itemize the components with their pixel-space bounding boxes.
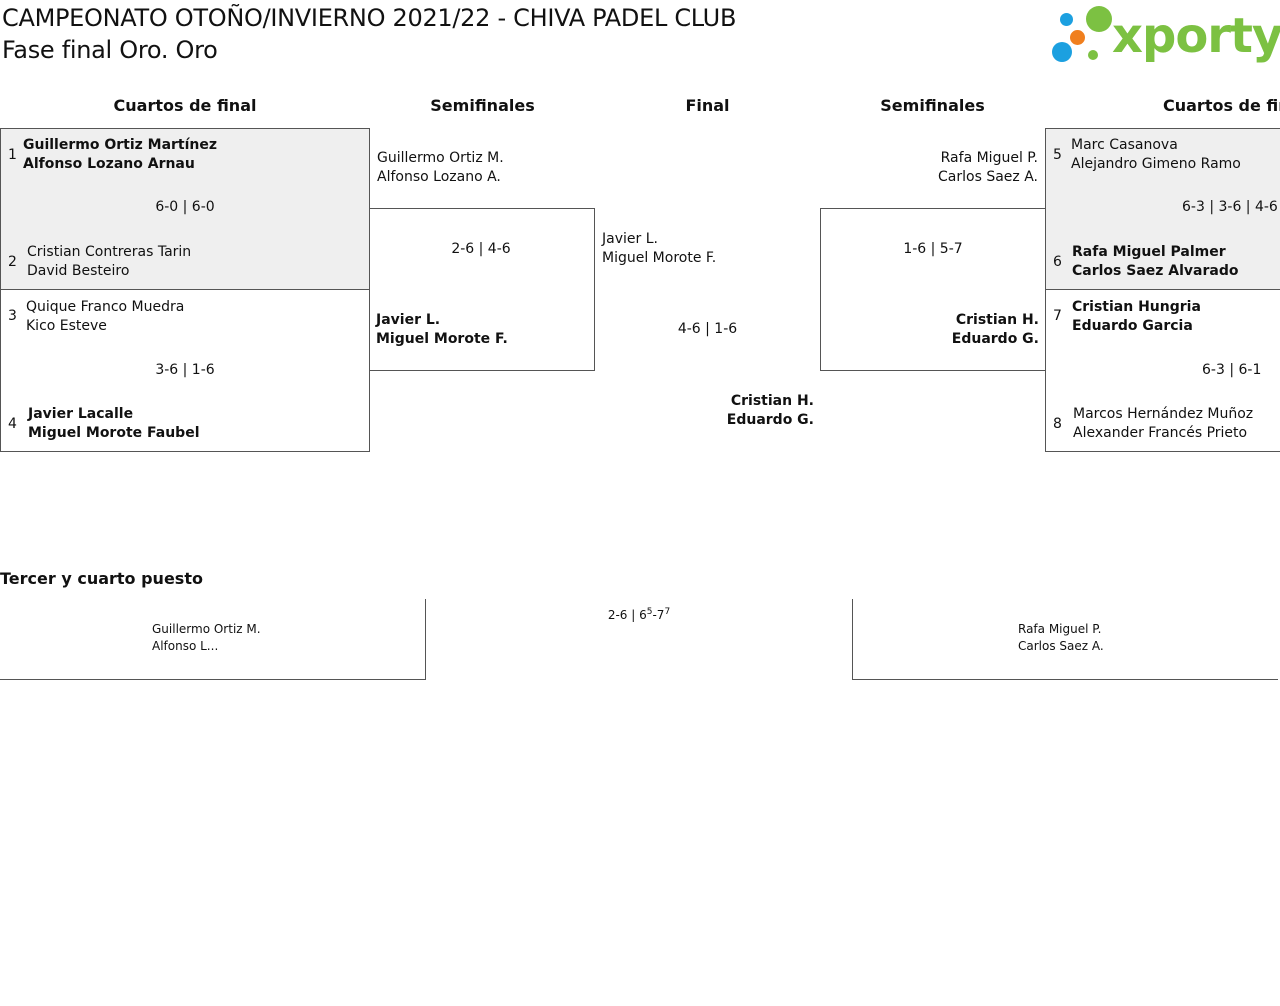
team-name: Miguel Morote F. xyxy=(376,331,508,347)
seed-number: 8 xyxy=(1053,416,1062,432)
team-name: Eduardo G. xyxy=(726,412,814,428)
team-name: Alfonso Lozano Arnau xyxy=(23,156,195,172)
team-name: Guillermo Ortiz M. xyxy=(377,150,504,166)
match-score: 6-3 | 3-6 | 4-6 xyxy=(1182,199,1278,215)
team-name: Cristian H. xyxy=(730,393,814,409)
match-score: 3-6 | 1-6 xyxy=(155,362,215,378)
round-header-sf-right: Semifinales xyxy=(880,96,985,115)
seed-number: 7 xyxy=(1053,308,1062,324)
third-place-heading: Tercer y cuarto puesto xyxy=(0,569,203,588)
third-place-score: 2-6 | 65-77 xyxy=(607,607,671,622)
phase-subtitle: Fase final Oro. Oro xyxy=(2,36,218,64)
seed-number: 1 xyxy=(8,147,17,163)
team-name: Marcos Hernández Muñoz xyxy=(1073,406,1254,422)
team-name: Alejandro Gimeno Ramo xyxy=(1071,156,1241,172)
logo-dot-green-small-icon xyxy=(1088,50,1098,60)
seed-number: 5 xyxy=(1053,147,1062,163)
match-third-right[interactable]: Rafa Miguel P. Carlos Saez A. xyxy=(852,599,1278,680)
team-name: David Besteiro xyxy=(27,263,130,279)
logo-dot-blue-bottom-icon xyxy=(1052,42,1072,62)
round-header-final: Final xyxy=(685,96,730,115)
team-name: Alfonso Lozano A. xyxy=(377,169,501,185)
match-qf3[interactable]: 5 Marc Casanova Alejandro Gimeno Ramo 6-… xyxy=(1045,128,1280,290)
team-name: Carlos Saez A. xyxy=(938,169,1038,185)
team-name: Miguel Morote Faubel xyxy=(28,425,200,441)
team-name: Alexander Francés Prieto xyxy=(1073,425,1248,441)
round-header-qf-right: Cuartos de final xyxy=(1163,96,1280,115)
logo-dot-orange-icon xyxy=(1070,30,1085,45)
team-name: Eduardo Garcia xyxy=(1072,318,1193,334)
team-name: Rafa Miguel P. xyxy=(940,150,1038,166)
team-name: Quique Franco Muedra xyxy=(26,299,185,315)
match-score: 1-6 | 5-7 xyxy=(903,241,963,257)
team-name: Carlos Saez A. xyxy=(1018,639,1104,653)
team-name: Rafa Miguel Palmer xyxy=(1072,244,1226,260)
team-name: Kico Esteve xyxy=(26,318,107,334)
logo-dot-green-icon xyxy=(1086,6,1112,32)
team-name: Eduardo G. xyxy=(951,331,1039,347)
tournament-title: CAMPEONATO OTOÑO/INVIERNO 2021/22 - CHIV… xyxy=(2,4,737,32)
team-name: Miguel Morote F. xyxy=(602,250,717,266)
round-header-qf-left: Cuartos de final xyxy=(113,96,257,115)
team-name: Rafa Miguel P. xyxy=(1018,622,1102,636)
xporty-logo[interactable]: xporty xyxy=(1050,4,1280,68)
match-score: 6-0 | 6-0 xyxy=(155,199,215,215)
match-score: 4-6 | 1-6 xyxy=(677,321,738,337)
team-name: Javier L. xyxy=(376,312,441,328)
team-name: Cristian Contreras Tarin xyxy=(27,244,192,260)
logo-text: xporty xyxy=(1112,8,1280,64)
match-qf2[interactable]: 3 Quique Franco Muedra Kico Esteve 3-6 |… xyxy=(0,289,370,452)
match-score: 2-6 | 4-6 xyxy=(451,241,511,257)
team-name: Javier L. xyxy=(602,231,658,247)
match-third-left[interactable]: Guillermo Ortiz M. Alfonso L... xyxy=(0,599,426,680)
team-name: Alfonso L... xyxy=(152,639,219,653)
team-name: Javier Lacalle xyxy=(28,406,134,422)
team-name: Cristian Hungria xyxy=(1072,299,1201,315)
round-header-sf-left: Semifinales xyxy=(430,96,535,115)
match-sf-left[interactable]: 2-6 | 4-6 Javier L. Miguel Morote F. xyxy=(369,208,595,371)
seed-number: 4 xyxy=(8,416,17,432)
team-name: Marc Casanova xyxy=(1071,137,1178,153)
match-sf-right[interactable]: 1-6 | 5-7 Cristian H. Eduardo G. xyxy=(820,208,1046,371)
seed-number: 6 xyxy=(1053,254,1062,270)
match-qf1[interactable]: 1 Guillermo Ortiz Martínez Alfonso Lozan… xyxy=(0,128,370,290)
seed-number: 2 xyxy=(8,254,17,270)
team-name: Guillermo Ortiz M. xyxy=(152,622,261,636)
match-qf4[interactable]: 7 Cristian Hungria Eduardo Garcia 6-3 | … xyxy=(1045,289,1280,452)
team-name: Guillermo Ortiz Martínez xyxy=(23,137,218,153)
team-name: Carlos Saez Alvarado xyxy=(1072,263,1239,279)
logo-dot-blue-top-icon xyxy=(1060,13,1073,26)
team-name: Cristian H. xyxy=(955,312,1039,328)
match-score: 6-3 | 6-1 xyxy=(1202,362,1262,378)
seed-number: 3 xyxy=(8,308,17,324)
